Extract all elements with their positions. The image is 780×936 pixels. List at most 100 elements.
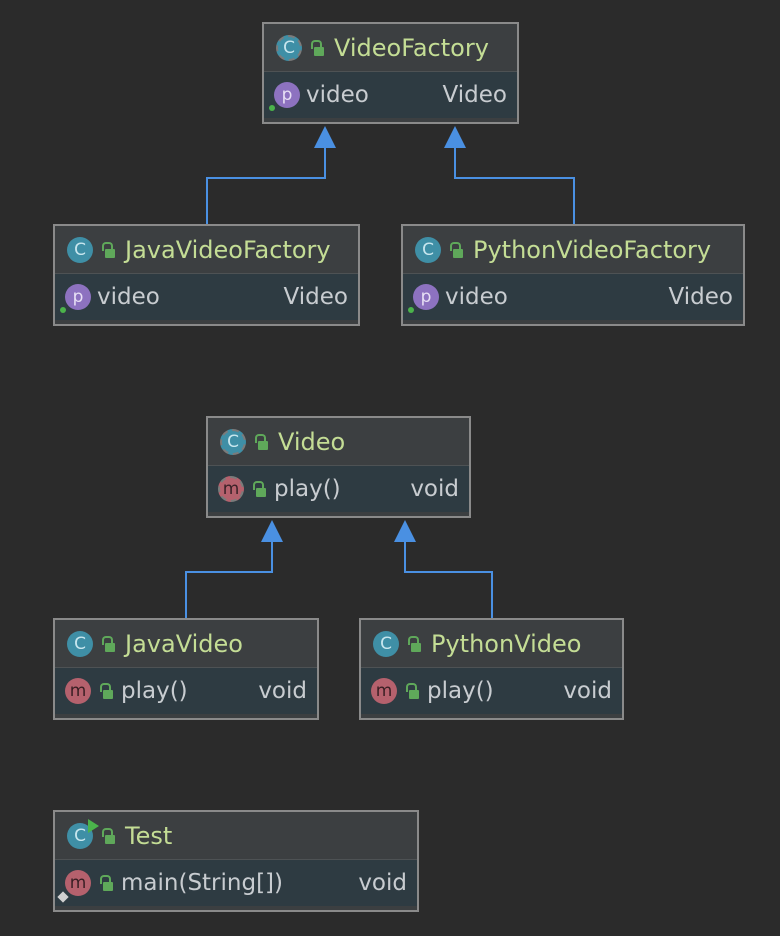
class-name: PythonVideo xyxy=(431,629,582,658)
public-lock-icon xyxy=(254,433,270,451)
class-c-icon: C xyxy=(67,236,93,263)
class-node-test[interactable]: C Test m main(String[]) void xyxy=(53,810,419,912)
lock-shackle xyxy=(253,481,264,490)
public-lock-icon xyxy=(101,241,117,259)
method-m-icon: m xyxy=(57,870,91,903)
public-lock-icon xyxy=(407,635,423,653)
lock-body xyxy=(103,882,113,891)
member-name: play() xyxy=(274,476,341,502)
abstract-class-icon: C xyxy=(276,34,302,61)
member-row[interactable]: m play() void xyxy=(208,466,469,512)
property-p-icon: p xyxy=(408,284,439,313)
lock-body xyxy=(314,46,324,56)
public-lock-icon xyxy=(101,635,117,653)
method-m-icon: m xyxy=(65,678,91,704)
member-type: void xyxy=(563,678,612,704)
class-name: Test xyxy=(125,821,173,850)
lock-shackle xyxy=(102,635,113,645)
inheritance-arrowhead-pythonvideo xyxy=(394,520,416,542)
inheritance-arrowhead-javavideo xyxy=(261,520,283,542)
lock-shackle xyxy=(450,241,461,251)
lock-body xyxy=(411,642,421,652)
public-lock-icon xyxy=(310,39,326,57)
inheritance-line-javavideofactory xyxy=(206,148,326,224)
lock-shackle xyxy=(102,827,113,837)
class-node-pythonvideo[interactable]: C PythonVideo m play() void xyxy=(359,618,624,720)
class-name: JavaVideoFactory xyxy=(125,235,331,264)
property-p-icon: p xyxy=(269,82,300,111)
member-type: Video xyxy=(442,82,507,108)
lock-shackle xyxy=(408,635,419,645)
member-name: main(String[]) xyxy=(121,870,283,896)
lock-body xyxy=(105,834,115,844)
class-header: C JavaVideoFactory xyxy=(55,226,358,274)
field-marker-icon xyxy=(408,307,414,313)
class-header: C PythonVideo xyxy=(361,620,622,668)
member-type: Video xyxy=(283,284,348,310)
abstract-method-icon: m xyxy=(218,476,244,502)
class-header: C VideoFactory xyxy=(264,24,517,72)
class-header: C PythonVideoFactory xyxy=(403,226,743,274)
runnable-class-icon: C xyxy=(67,818,99,849)
lock-body xyxy=(105,248,115,258)
member-row[interactable]: m main(String[]) void xyxy=(55,860,417,906)
class-name: VideoFactory xyxy=(334,33,489,62)
class-name: JavaVideo xyxy=(125,629,243,658)
lock-shackle xyxy=(311,39,322,49)
member-name: video xyxy=(97,284,160,310)
class-c-icon: C xyxy=(373,630,399,657)
lock-shackle xyxy=(102,241,113,251)
static-marker-icon xyxy=(57,891,69,903)
inheritance-line-pythonvideofactory xyxy=(454,148,575,224)
inheritance-line-pythonvideo xyxy=(404,542,493,618)
public-lock-icon xyxy=(99,682,115,700)
public-lock-icon xyxy=(99,874,115,892)
class-name: PythonVideoFactory xyxy=(473,235,712,264)
lock-body xyxy=(409,690,419,699)
member-name: video xyxy=(445,284,508,310)
lock-shackle xyxy=(100,683,111,692)
member-type: void xyxy=(410,476,459,502)
property-p-icon: p xyxy=(60,284,91,313)
class-header: C Video xyxy=(208,418,469,466)
public-lock-icon xyxy=(405,682,421,700)
inheritance-arrowhead-javavideofactory xyxy=(314,126,336,148)
public-lock-icon xyxy=(252,480,268,498)
member-name: play() xyxy=(427,678,494,704)
lock-shackle xyxy=(255,433,266,443)
lock-shackle xyxy=(100,875,111,884)
public-lock-icon xyxy=(101,827,117,845)
member-row[interactable]: m play() void xyxy=(361,668,622,714)
inheritance-arrowhead-pythonvideofactory xyxy=(444,126,466,148)
lock-body xyxy=(103,690,113,699)
abstract-class-icon: C xyxy=(220,428,246,455)
class-header: C Test xyxy=(55,812,417,860)
lock-body xyxy=(258,440,268,450)
field-marker-icon xyxy=(269,105,275,111)
inheritance-line-javavideo xyxy=(185,542,273,618)
class-node-video[interactable]: C Video m play() void xyxy=(206,416,471,518)
field-marker-icon xyxy=(60,307,66,313)
lock-body xyxy=(256,488,266,497)
class-c-icon: C xyxy=(67,630,93,657)
lock-body xyxy=(453,248,463,258)
lock-body xyxy=(105,642,115,652)
member-type: Video xyxy=(668,284,733,310)
class-header: C JavaVideo xyxy=(55,620,317,668)
class-name: Video xyxy=(278,427,346,456)
class-c-icon: C xyxy=(415,236,441,263)
run-arrow-icon xyxy=(88,818,99,833)
method-m-icon: m xyxy=(371,678,397,704)
member-type: void xyxy=(358,870,407,896)
member-name: video xyxy=(306,82,369,108)
